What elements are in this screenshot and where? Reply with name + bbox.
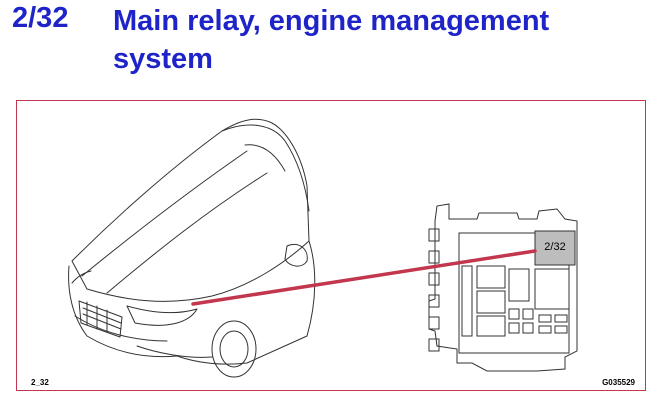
leader-line bbox=[191, 249, 537, 306]
page-title: Main relay, engine management system bbox=[113, 5, 550, 75]
figure-id: 2_32 bbox=[31, 378, 49, 387]
relay-highlight bbox=[534, 230, 576, 266]
diagram-frame: 2/32 2_32 G035529 bbox=[16, 100, 646, 391]
diagram-svg: 2/32 bbox=[68, 118, 578, 378]
figure-code: G035529 bbox=[602, 378, 635, 387]
car-illustration bbox=[68, 118, 316, 378]
relay-label: 2/32 bbox=[544, 241, 565, 253]
component-code: 2/32 bbox=[12, 2, 69, 34]
relay-box-illustration bbox=[428, 203, 578, 372]
